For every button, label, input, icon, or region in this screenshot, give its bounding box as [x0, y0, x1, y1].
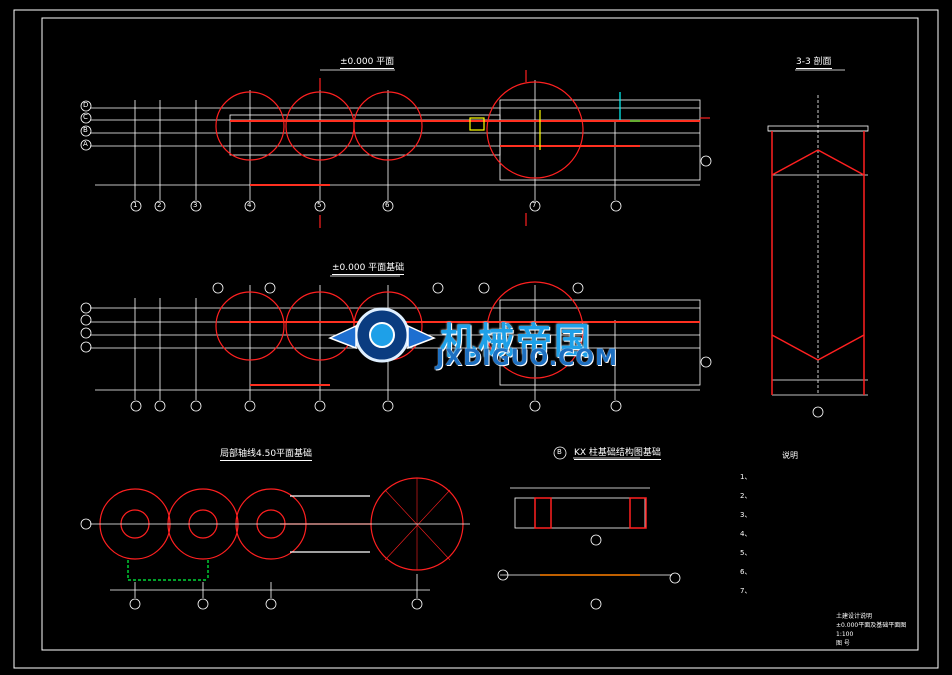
axis-label-1: 1	[133, 201, 138, 209]
axis-label-A: A	[83, 140, 88, 148]
detail-bubble-label: B	[557, 448, 562, 456]
plan-view-top-axis-bubbles	[80, 100, 712, 212]
plan-view-top	[90, 69, 701, 200]
plan-view-mid-bubbles	[80, 282, 712, 412]
axis-label-5: 5	[317, 201, 322, 209]
note-item: 3、	[740, 511, 752, 519]
watermark-emblem	[328, 307, 436, 363]
drawing-border-inner	[41, 17, 919, 651]
view-title-local-plan: 局部轴线4.50平面基础	[220, 449, 313, 461]
detail-view-red	[534, 497, 647, 576]
notes-heading: 说明	[782, 451, 798, 460]
view-title-section: 3-3 剖面	[796, 57, 832, 69]
axis-label-2: 2	[157, 201, 162, 209]
title-block: 土建设计说明 ±0.000平面及基础平面图 1:100 图 号	[836, 612, 906, 648]
local-plan-view-green	[127, 560, 209, 581]
axis-label-C: C	[83, 113, 88, 121]
title-block-line: 1:100	[836, 631, 854, 638]
section-view	[767, 69, 869, 418]
title-block-line: ±0.000平面及基础平面图	[836, 622, 907, 629]
watermark-url: JXDIGUO.COM	[436, 346, 618, 371]
title-block-line: 土建设计说明	[836, 613, 873, 620]
notes-list: 1、 2、 3、 4、 5、 6、 7、	[740, 472, 751, 605]
plan-view-mid-red	[215, 281, 700, 386]
title-block-line: 图 号	[836, 640, 850, 647]
detail-view	[497, 446, 681, 610]
note-item: 2、	[740, 492, 752, 500]
view-title-detail: KX 柱基础结构图基础	[574, 448, 661, 460]
note-item: 6、	[740, 568, 752, 576]
axis-label-D: D	[83, 101, 89, 109]
note-item: 5、	[740, 549, 752, 557]
axis-label-3: 3	[193, 201, 198, 209]
view-title-plan-mid: ±0.000 平面基础	[332, 263, 405, 275]
axis-label-7: 7	[532, 201, 537, 209]
axis-label-4: 4	[247, 201, 252, 209]
note-item: 7、	[740, 587, 752, 595]
plan-view-top-red	[215, 70, 710, 228]
note-item: 1、	[740, 473, 752, 481]
axis-label-B: B	[83, 126, 88, 134]
note-item: 4、	[740, 530, 752, 538]
drawing-border-outer	[13, 9, 939, 669]
view-title-plan-top: ±0.000 平面	[340, 57, 395, 69]
watermark-brand: 机械帝国	[440, 321, 593, 362]
axis-label-6: 6	[385, 201, 390, 209]
local-plan-view-axis	[80, 518, 470, 610]
plan-view-top-accents	[469, 92, 640, 150]
section-view-red	[771, 131, 865, 395]
